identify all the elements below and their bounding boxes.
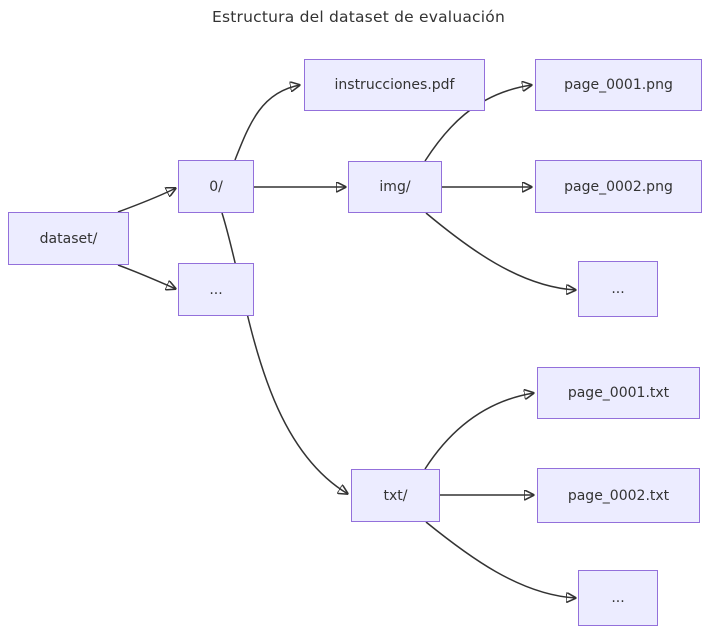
node-instrucciones-pdf: instrucciones.pdf xyxy=(304,59,485,111)
node-page-0001-png: page_0001.png xyxy=(535,59,702,111)
node-img: img/ xyxy=(348,161,442,213)
node-img-label: img/ xyxy=(379,179,411,195)
node-dots-top: ... xyxy=(178,263,254,316)
node-dots-top-label: ... xyxy=(209,281,223,298)
node-txt-label: txt/ xyxy=(383,487,408,504)
node-0-label: 0/ xyxy=(209,178,223,195)
edge-txt-to-txt1 xyxy=(424,393,534,470)
diagram-title: Estructura del dataset de evaluación xyxy=(212,8,505,26)
edge-dataset-to-0 xyxy=(117,188,176,213)
node-dots-img: ... xyxy=(578,261,658,317)
node-dataset: dataset/ xyxy=(8,212,129,265)
node-page-0001-png-label: page_0001.png xyxy=(564,77,673,93)
node-page-0001-txt: page_0001.txt xyxy=(537,367,700,419)
node-instrucciones-pdf-label: instrucciones.pdf xyxy=(334,77,455,93)
edge-img-to-dots-img xyxy=(425,212,576,290)
node-page-0001-txt-label: page_0001.txt xyxy=(567,385,670,401)
node-dots-txt: ... xyxy=(578,570,658,626)
node-dots-img-label: ... xyxy=(611,281,625,297)
node-page-0002-png-label: page_0002.png xyxy=(564,178,673,195)
node-page-0002-txt: page_0002.txt xyxy=(537,468,700,523)
node-txt: txt/ xyxy=(351,469,440,522)
edge-0-to-instrucciones xyxy=(234,85,300,161)
node-dots-txt-label: ... xyxy=(611,590,625,606)
node-dataset-label: dataset/ xyxy=(39,230,98,247)
node-page-0002-png: page_0002.png xyxy=(535,160,702,213)
edge-0-to-txt xyxy=(221,212,348,494)
node-page-0002-txt-label: page_0002.txt xyxy=(567,487,670,504)
edge-img-to-png1 xyxy=(424,85,532,162)
node-0: 0/ xyxy=(178,160,254,213)
edge-dataset-to-dots-top xyxy=(117,264,176,289)
edge-txt-to-dots-txt xyxy=(425,521,576,598)
